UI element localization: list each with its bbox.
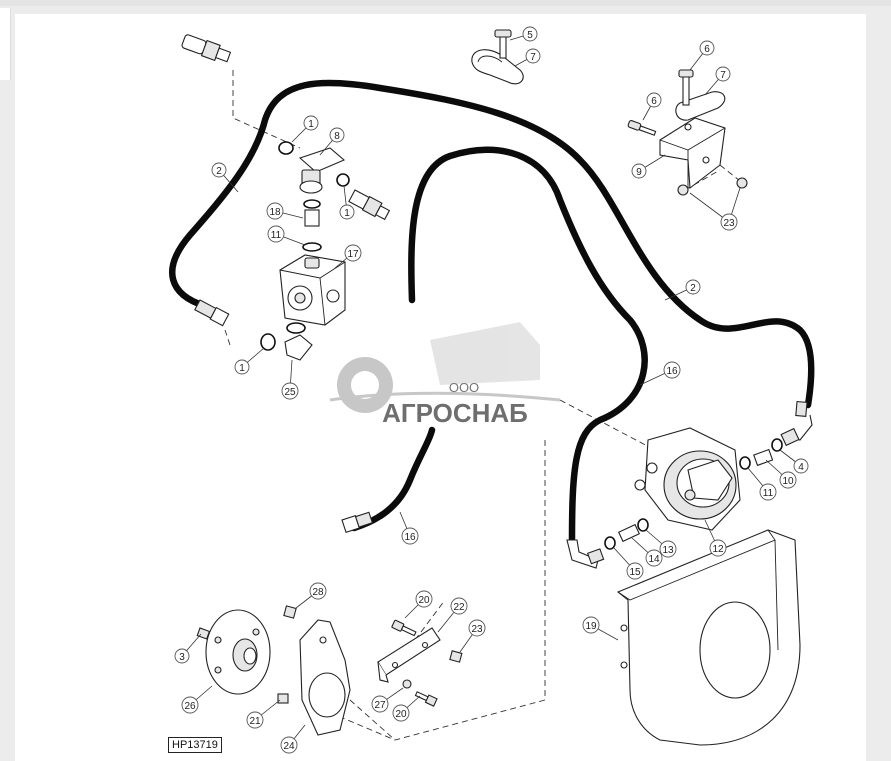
- svg-text:20: 20: [395, 709, 407, 720]
- svg-text:8: 8: [334, 131, 340, 142]
- callout-17: 17: [344, 244, 362, 262]
- svg-text:2: 2: [216, 166, 222, 177]
- bearing-flange: [196, 609, 271, 695]
- callout-21: 21: [246, 711, 264, 729]
- callout-7b: 7: [715, 66, 731, 82]
- mounting-bracket-24: [277, 605, 351, 736]
- watermark-company-name: АГРОСНАБ: [382, 398, 528, 428]
- svg-text:16: 16: [404, 532, 416, 543]
- hydraulic-motor: [604, 427, 783, 550]
- svg-text:17: 17: [347, 249, 359, 260]
- svg-text:2: 2: [690, 283, 696, 294]
- callout-16b: 16: [401, 527, 419, 545]
- svg-text:11: 11: [271, 230, 282, 241]
- callout-8: 8: [329, 127, 345, 143]
- callout-27: 27: [371, 695, 389, 713]
- dashed-guide-lines: [224, 70, 746, 741]
- svg-text:1: 1: [308, 119, 314, 130]
- callout-4: 4: [793, 458, 809, 474]
- clamp-top: [471, 29, 524, 85]
- svg-text:26: 26: [184, 701, 196, 712]
- svg-text:25: 25: [284, 387, 296, 398]
- svg-text:14: 14: [648, 554, 660, 565]
- callout-3: 3: [174, 648, 190, 664]
- svg-text:4: 4: [798, 462, 804, 473]
- svg-text:7: 7: [720, 70, 726, 81]
- callout-18: 18: [266, 202, 284, 220]
- figure-reference-code: HP13719: [168, 737, 222, 753]
- svg-text:23: 23: [471, 624, 483, 635]
- svg-text:7: 7: [530, 52, 536, 63]
- callout-26: 26: [181, 696, 199, 714]
- svg-text:24: 24: [283, 741, 295, 752]
- svg-text:18: 18: [269, 207, 281, 218]
- svg-text:5: 5: [527, 30, 533, 41]
- callout-10: 10: [779, 471, 797, 489]
- callout-1c: 1: [234, 359, 250, 375]
- svg-text:19: 19: [585, 621, 597, 632]
- svg-text:3: 3: [179, 652, 185, 663]
- callout-11b: 11: [759, 483, 777, 501]
- svg-text:23: 23: [723, 218, 735, 229]
- svg-text:22: 22: [453, 602, 465, 613]
- callout-19: 19: [582, 616, 600, 634]
- svg-text:15: 15: [629, 567, 641, 578]
- callout-2b: 2: [685, 279, 701, 295]
- callout-20b: 20: [392, 704, 410, 722]
- svg-text:16: 16: [666, 366, 678, 377]
- callout-25: 25: [281, 382, 299, 400]
- svg-text:28: 28: [312, 587, 324, 598]
- callout-9: 9: [631, 163, 647, 179]
- svg-text:1: 1: [344, 208, 350, 219]
- svg-text:21: 21: [249, 716, 261, 727]
- svg-text:6: 6: [704, 44, 710, 55]
- svg-text:20: 20: [418, 595, 430, 606]
- callout-13: 13: [659, 540, 677, 558]
- callout-1b: 1: [339, 204, 355, 220]
- watermark-logo: [329, 322, 561, 413]
- motor-mount-plate: [616, 529, 801, 746]
- hose-fittings: [181, 34, 813, 569]
- bracket-right: [627, 69, 748, 196]
- svg-text:10: 10: [782, 476, 794, 487]
- svg-text:12: 12: [712, 544, 724, 555]
- svg-text:6: 6: [651, 96, 657, 107]
- callout-20a: 20: [415, 590, 433, 608]
- callout-6b: 6: [646, 92, 662, 108]
- valve-block: [279, 254, 346, 361]
- callout-7a: 7: [525, 48, 541, 64]
- callout-6a: 6: [699, 40, 715, 56]
- callout-11a: 11: [267, 225, 285, 243]
- callout-1a: 1: [303, 115, 319, 131]
- callout-14: 14: [645, 549, 663, 567]
- callout-22: 22: [450, 597, 468, 615]
- callout-12: 12: [709, 539, 727, 557]
- callout-24: 24: [280, 736, 298, 754]
- top-strip: [0, 0, 891, 6]
- svg-text:13: 13: [662, 545, 674, 556]
- svg-text:9: 9: [636, 167, 642, 178]
- callout-2a: 2: [211, 162, 227, 178]
- support-bar-22: [377, 619, 463, 707]
- svg-text:1: 1: [239, 363, 245, 374]
- left-edge-tab: [0, 8, 11, 80]
- hydraulic-hoses: [169, 79, 815, 544]
- callout-16a: 16: [663, 361, 681, 379]
- svg-text:27: 27: [374, 700, 386, 711]
- tee-fitting-assembly: [260, 141, 350, 351]
- callout-5: 5: [522, 26, 538, 42]
- callout-23a: 23: [720, 213, 738, 231]
- callout-23b: 23: [468, 619, 486, 637]
- svg-text:11: 11: [763, 488, 774, 499]
- callout-15: 15: [626, 562, 644, 580]
- watermark-company-form: ООО: [449, 380, 479, 395]
- callout-28: 28: [309, 582, 327, 600]
